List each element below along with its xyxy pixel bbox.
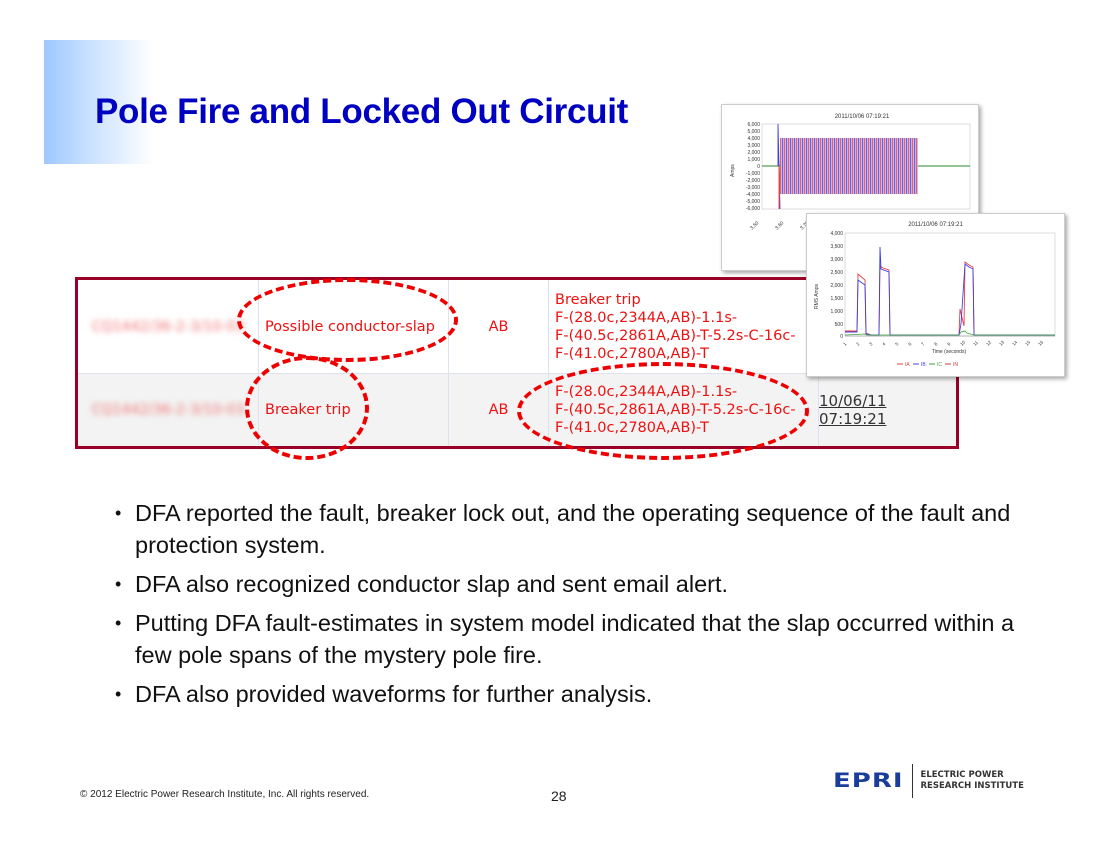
svg-text:IN: IN — [953, 362, 958, 368]
bullet-item: • DFA also provided waveforms for further… — [113, 678, 1033, 710]
svg-text:10: 10 — [959, 339, 966, 346]
sequence-line: Breaker trip — [555, 291, 641, 308]
title-accent-bar — [44, 40, 154, 164]
svg-text:IB: IB — [921, 362, 926, 368]
svg-text:3,000: 3,000 — [830, 257, 843, 263]
svg-text:0: 0 — [840, 334, 843, 340]
svg-text:3: 3 — [868, 341, 874, 347]
svg-text:Time (seconds): Time (seconds) — [932, 349, 967, 355]
svg-text:-6,000: -6,000 — [746, 206, 760, 212]
svg-text:11: 11 — [972, 340, 979, 347]
time-cell: 10/06/11 07:19:21 — [818, 374, 956, 446]
svg-text:4: 4 — [881, 341, 887, 347]
event-id-cell: CQ1442/36-2-3/10-03 — [78, 374, 258, 446]
svg-text:3.60: 3.60 — [774, 220, 785, 231]
svg-text:15: 15 — [1024, 339, 1031, 346]
svg-text:3.50: 3.50 — [749, 220, 760, 231]
event-id-cell: CQ1442/36-2-3/10-03 — [78, 280, 258, 373]
bullet-dot-icon: • — [115, 574, 122, 594]
svg-text:3,000: 3,000 — [747, 143, 760, 149]
sequence-line: F-(28.0c,2344A,AB)-1.1s- — [555, 309, 738, 326]
svg-text:1: 1 — [842, 341, 848, 347]
svg-text:0: 0 — [757, 164, 760, 170]
svg-text:2,500: 2,500 — [830, 270, 843, 276]
svg-text:3,500: 3,500 — [830, 244, 843, 250]
description-cell: Breaker trip — [258, 374, 448, 446]
svg-text:1,000: 1,000 — [830, 309, 843, 315]
svg-text:1,000: 1,000 — [747, 157, 760, 163]
svg-text:6,000: 6,000 — [747, 122, 760, 128]
svg-text:13: 13 — [998, 339, 1005, 346]
sequence-line: F-(28.0c,2344A,AB)-1.1s- — [555, 384, 738, 400]
event-time-link[interactable]: 10/06/11 07:19:21 — [819, 392, 887, 428]
logo-line1: ELECTRIC POWER — [920, 770, 1004, 780]
chart-title: 2011/10/06 07:19:21 — [908, 222, 963, 228]
svg-text:-4,000: -4,000 — [746, 192, 760, 198]
chart-title: 2011/10/06 07:19:21 — [834, 114, 890, 120]
sequence-cell: F-(28.0c,2344A,AB)-1.1s- F-(40.5c,2861A,… — [548, 374, 818, 446]
svg-text:16: 16 — [1037, 339, 1044, 346]
svg-text:-3,000: -3,000 — [746, 185, 760, 191]
sequence-line: F-(40.5c,2861A,AB)-T-5.2s-C-16c- — [555, 402, 796, 418]
svg-text:5,000: 5,000 — [747, 129, 760, 135]
svg-text:500: 500 — [835, 322, 844, 328]
svg-text:2,000: 2,000 — [830, 283, 843, 289]
svg-text:3.70: 3.70 — [799, 220, 810, 231]
event-id-blurred: CQ1442/36-2-3/10-03 — [91, 318, 245, 335]
svg-text:14: 14 — [1011, 339, 1018, 346]
svg-text:4,000: 4,000 — [830, 231, 843, 237]
bullet-text: DFA reported the fault, breaker lock out… — [135, 500, 1011, 558]
bullet-item: • Putting DFA fault-estimates in system m… — [113, 607, 1033, 671]
svg-text:Amps: Amps — [730, 164, 736, 177]
slide-title: Pole Fire and Locked Out Circuit — [95, 92, 628, 131]
svg-text:1,500: 1,500 — [830, 296, 843, 302]
description-cell: Possible conductor-slap — [258, 280, 448, 373]
sequence-line: F-(40.5c,2861A,AB)-T-5.2s-C-16c- — [555, 327, 796, 344]
copyright-text: © 2012 Electric Power Research Institute… — [80, 789, 370, 800]
page-number: 28 — [551, 788, 567, 804]
svg-text:-2,000: -2,000 — [746, 178, 760, 184]
event-id-blurred: CQ1442/36-2-3/10-03 — [91, 402, 245, 418]
bullet-text: Putting DFA fault-estimates in system mo… — [135, 610, 1015, 668]
sequence-cell: Breaker trip F-(28.0c,2344A,AB)-1.1s- F-… — [548, 280, 818, 373]
epri-logo-mark: EPRI — [833, 769, 904, 793]
svg-text:RMS Amps: RMS Amps — [814, 283, 820, 309]
sequence-line: F-(41.0c,2780A,AB)-T — [555, 345, 709, 362]
phase-cell: AB — [448, 374, 548, 446]
svg-text:IA: IA — [905, 362, 910, 368]
svg-text:8: 8 — [933, 341, 939, 347]
rms-chart: 2011/10/06 07:19:21 RMS Amps 4,000 3,500 3… — [806, 213, 1065, 377]
sequence-line: F-(41.0c,2780A,AB)-T — [555, 420, 709, 436]
svg-text:9: 9 — [946, 341, 952, 347]
bullet-text: DFA also recognized conductor slap and s… — [135, 571, 729, 597]
bullet-item: • DFA also recognized conductor slap and … — [113, 568, 1033, 600]
svg-text:5: 5 — [894, 341, 900, 347]
logo-line2: RESEARCH INSTITUTE — [920, 781, 1024, 791]
svg-text:6: 6 — [907, 341, 913, 347]
logo-text: ELECTRIC POWER RESEARCH INSTITUTE — [921, 770, 1024, 792]
bullet-text: DFA also provided waveforms for further … — [135, 681, 653, 707]
svg-text:-1,000: -1,000 — [746, 171, 760, 177]
svg-text:-5,000: -5,000 — [746, 199, 760, 205]
svg-text:12: 12 — [985, 339, 992, 346]
epri-logo: EPRI ELECTRIC POWER RESEARCH INSTITUTE — [833, 764, 1024, 798]
phase-cell: AB — [448, 280, 548, 373]
bullet-dot-icon: • — [115, 684, 122, 704]
bullet-dot-icon: • — [115, 503, 122, 523]
logo-divider — [911, 764, 913, 798]
bullet-item: • DFA reported the fault, breaker lock ou… — [113, 497, 1033, 561]
bullet-dot-icon: • — [115, 613, 122, 633]
svg-text:IC: IC — [937, 362, 942, 368]
svg-text:7: 7 — [920, 341, 926, 347]
svg-text:2,000: 2,000 — [747, 150, 760, 156]
bullet-list: • DFA reported the fault, breaker lock ou… — [113, 497, 1033, 717]
svg-text:2: 2 — [855, 341, 861, 347]
rms-plot: RMS Amps 4,000 3,500 3,000 2,500 2,000 1,500… — [814, 231, 1056, 368]
table-row: CQ1442/36-2-3/10-03 Breaker trip AB F-(2… — [78, 374, 956, 446]
svg-text:4,000: 4,000 — [747, 136, 760, 142]
